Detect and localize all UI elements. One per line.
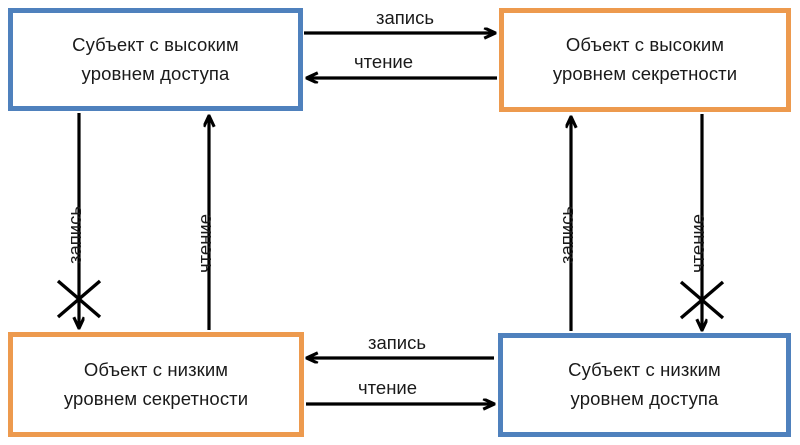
edge-label-bottom-write: запись <box>368 332 427 353</box>
node-object-low[interactable]: Объект с низким уровнем секретности <box>8 332 304 437</box>
edge-label-right-write: запись <box>556 205 577 264</box>
node-object-high-label: Объект с высоким уровнем секретности <box>552 34 738 84</box>
edge-label-right-read: чтение <box>687 213 708 273</box>
node-object-low-label: Объект с низким уровнем секретности <box>63 358 249 409</box>
edge-right-read-blocked-cross-icon <box>679 280 725 320</box>
edge-label-left-read: чтение <box>194 213 215 273</box>
node-subject-high-label: Субъект с высоким уровнем доступа <box>72 33 239 84</box>
node-object-high[interactable]: Объект с высоким уровнем секретности <box>499 8 791 112</box>
node-subject-low-label: Субъект с низким уровнем доступа <box>568 359 721 409</box>
node-subject-low[interactable]: Субъект с низким уровнем доступа <box>498 333 791 437</box>
edge-label-top-read: чтение <box>354 51 414 72</box>
edge-label-left-write: запись <box>64 205 85 264</box>
edge-label-bottom-read: чтение <box>358 377 418 398</box>
edge-label-top-write: запись <box>376 7 435 28</box>
node-subject-high[interactable]: Субъект с высоким уровнем доступа <box>8 8 303 111</box>
edge-left-write-blocked-cross-icon <box>56 279 102 319</box>
